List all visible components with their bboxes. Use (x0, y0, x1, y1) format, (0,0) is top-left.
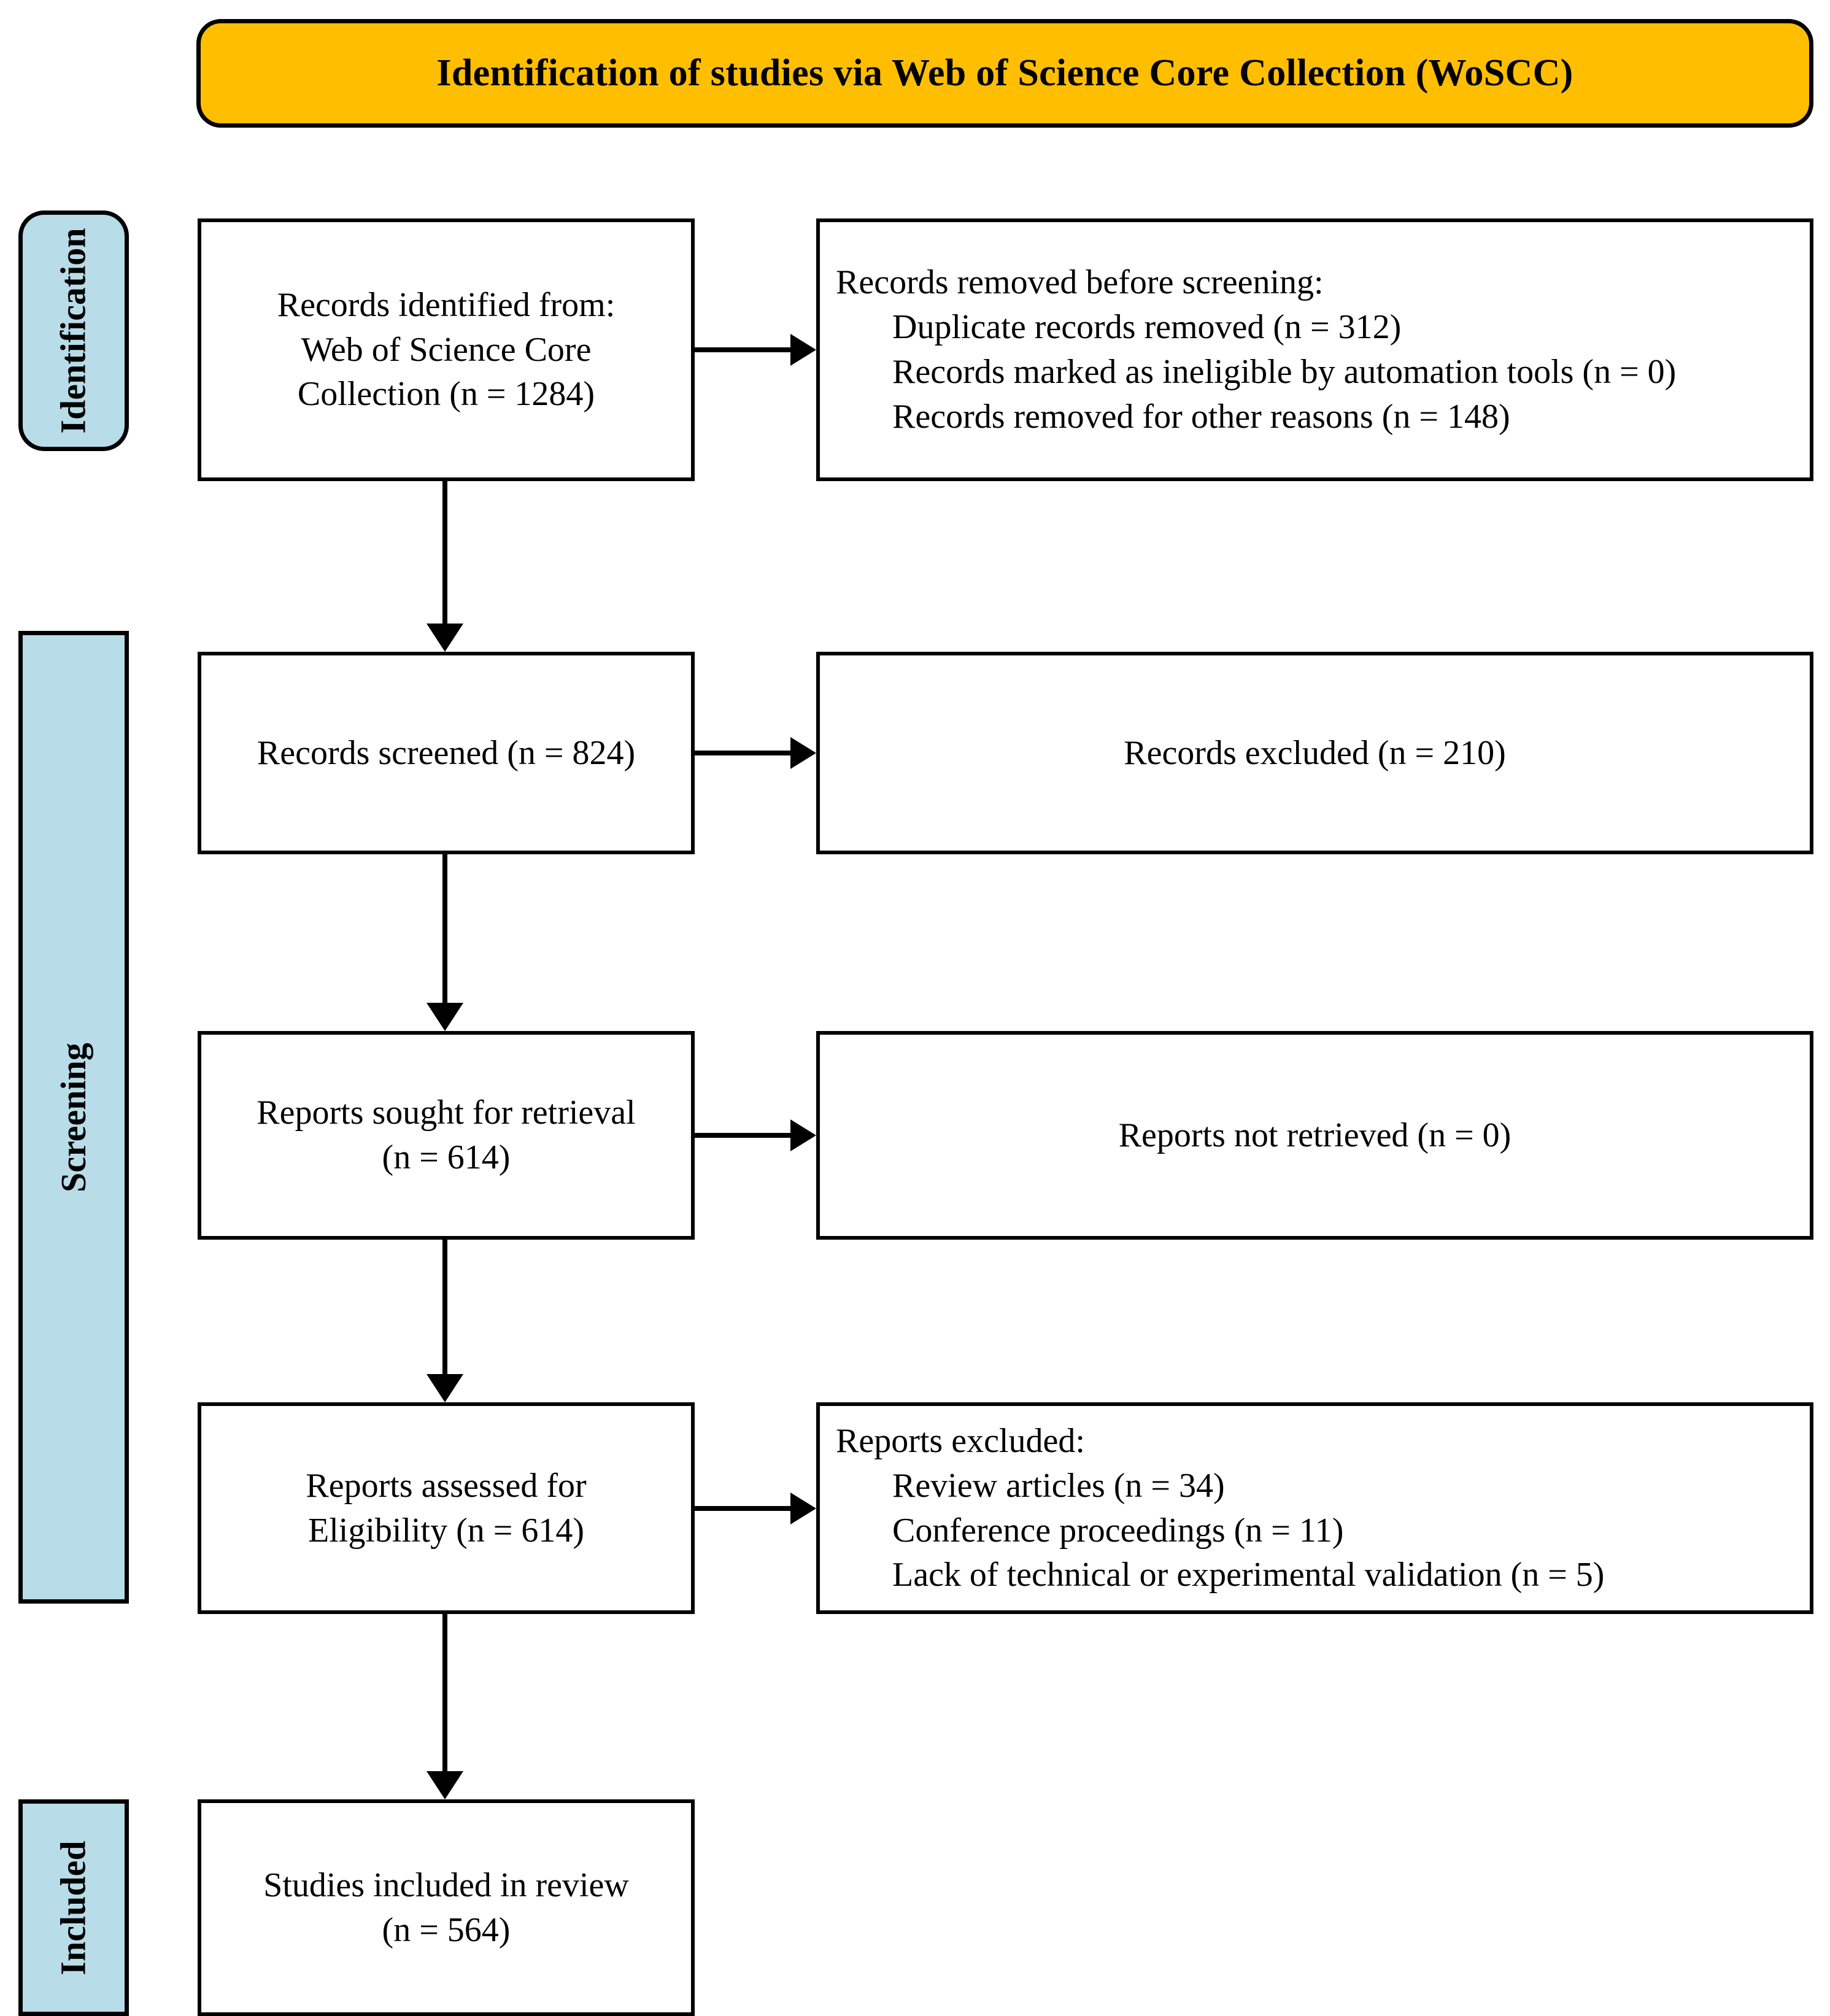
reports-assessed-line-1: Reports assessed for (306, 1466, 587, 1505)
records-removed-line-3: Records marked as ineligible by automati… (892, 353, 1677, 391)
reports-assessed-line-2: Eligibility (n = 614) (308, 1511, 584, 1550)
box-records-removed: Records removed before screening: Duplic… (816, 218, 1813, 481)
stage-label-identification: Identification (53, 228, 93, 434)
diagram-header-banner: Identification of studies via Web of Sci… (196, 19, 1813, 128)
box-records-screened: Records screened (n = 824) (198, 652, 695, 854)
records-screened-line-1: Records screened (n = 824) (257, 733, 636, 772)
box-reports-assessed: Reports assessed for Eligibility (n = 61… (198, 1402, 695, 1614)
reports-excluded-line-1: Reports excluded: (836, 1421, 1085, 1460)
diagram-title: Identification of studies via Web of Sci… (436, 52, 1573, 95)
arrow-identified-to-removed (695, 218, 816, 481)
arrow-identified-to-screened (393, 481, 497, 652)
arrow-screened-to-sought (393, 854, 497, 1031)
box-records-excluded: Records excluded (n = 210) (816, 652, 1813, 854)
records-removed-line-2: Duplicate records removed (n = 312) (892, 308, 1402, 347)
box-reports-sought: Reports sought for retrieval (n = 614) (198, 1031, 695, 1240)
stage-bar-identification: Identification (18, 210, 129, 451)
reports-sought-line-2: (n = 614) (382, 1138, 511, 1176)
arrow-screened-to-excluded (695, 652, 816, 854)
reports-excluded-line-3: Conference proceedings (n = 11) (892, 1511, 1344, 1550)
reports-excluded-line-4: Lack of technical or experimental valida… (892, 1556, 1605, 1594)
records-identified-line-3: Collection (n = 1284) (297, 375, 595, 414)
records-identified-line-1: Records identified from: (277, 285, 616, 324)
stage-bar-included: Included (18, 1799, 129, 2016)
studies-included-line-2: (n = 564) (382, 1910, 511, 1949)
records-removed-line-1: Records removed before screening: (836, 263, 1324, 302)
arrow-assessed-to-included (393, 1614, 497, 1799)
box-records-identified: Records identified from: Web of Science … (198, 218, 695, 481)
stage-label-screening: Screening (53, 1042, 93, 1192)
box-reports-excluded: Reports excluded: Review articles (n = 3… (816, 1402, 1813, 1614)
reports-not-retrieved-line-1: Reports not retrieved (n = 0) (1118, 1116, 1511, 1154)
stage-bar-screening: Screening (18, 631, 129, 1604)
stage-label-included: Included (53, 1840, 94, 1975)
records-identified-line-2: Web of Science Core (301, 330, 592, 369)
records-removed-line-4: Records removed for other reasons (n = 1… (892, 397, 1510, 436)
arrow-sought-to-not-retrieved (695, 1031, 816, 1240)
arrow-sought-to-assessed (393, 1240, 497, 1402)
box-studies-included: Studies included in review (n = 564) (198, 1799, 695, 2016)
box-reports-not-retrieved: Reports not retrieved (n = 0) (816, 1031, 1813, 1240)
studies-included-line-1: Studies included in review (263, 1866, 629, 1904)
reports-sought-line-1: Reports sought for retrieval (257, 1094, 636, 1132)
records-excluded-line-1: Records excluded (n = 210) (1124, 733, 1506, 772)
reports-excluded-line-2: Review articles (n = 34) (892, 1466, 1225, 1505)
arrow-assessed-to-reports-excluded (695, 1402, 816, 1614)
